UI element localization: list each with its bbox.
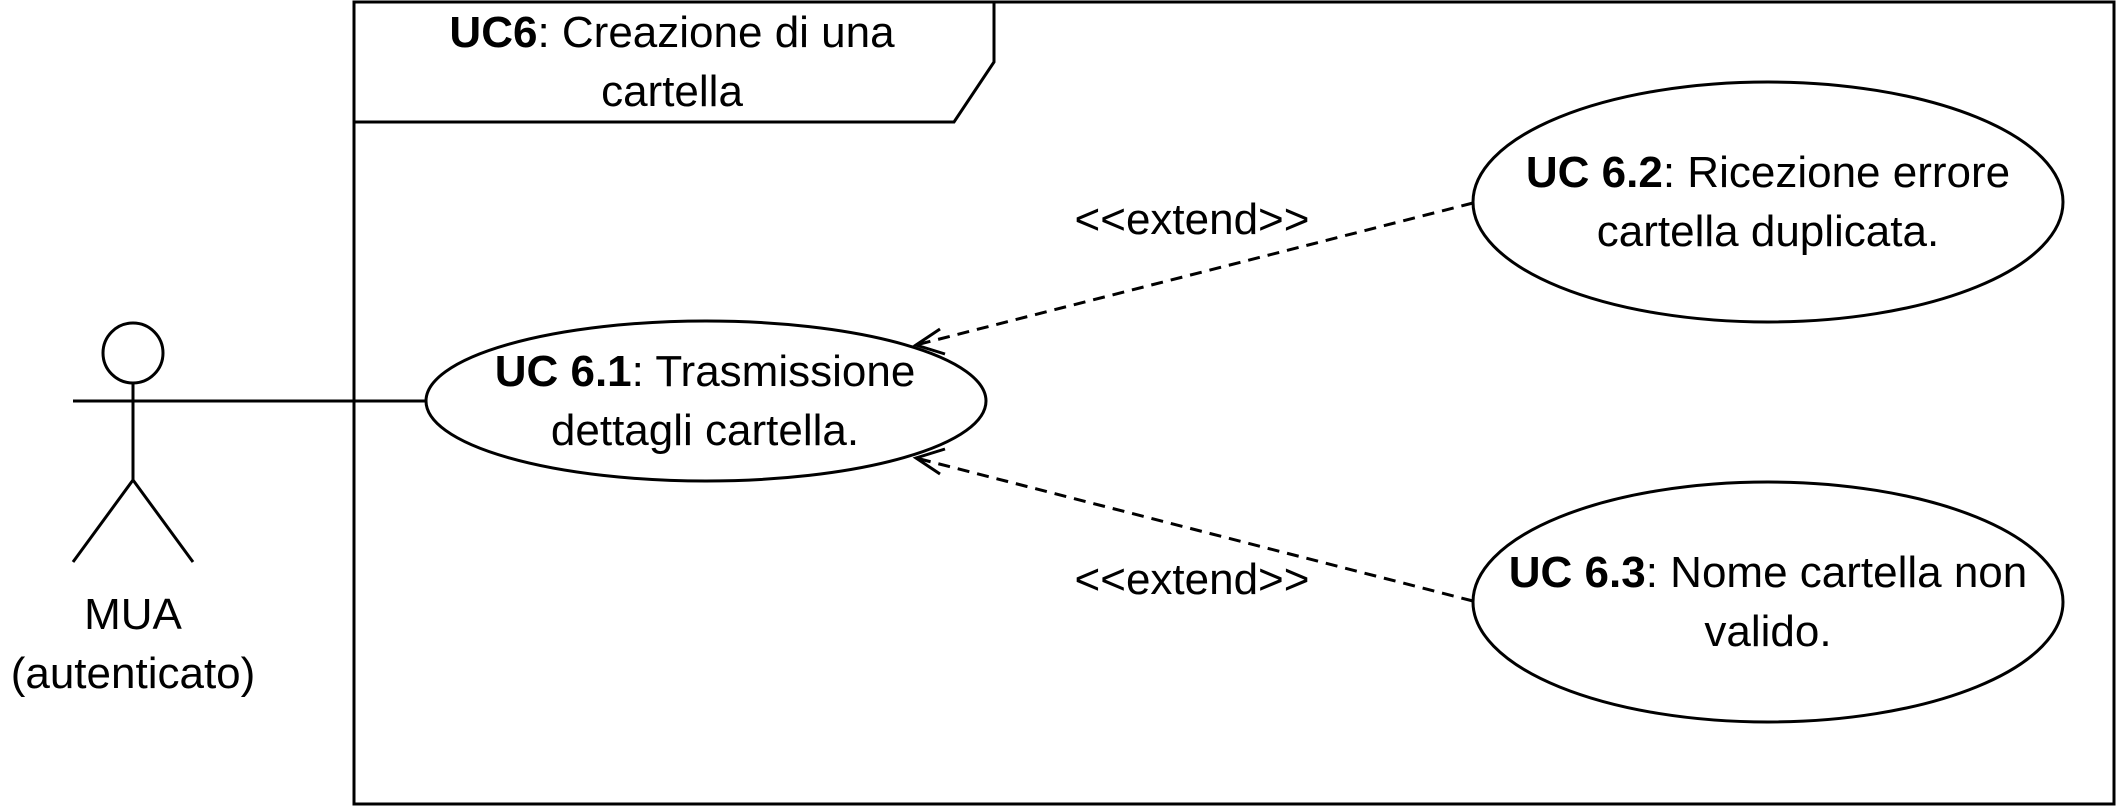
actor-label: MUA (autenticato) bbox=[11, 585, 256, 703]
frame-title-tab bbox=[354, 2, 996, 124]
extend-label-6-3: <<extend>> bbox=[1074, 555, 1310, 604]
use-case-6-2-text-line2: cartella duplicata. bbox=[1596, 207, 1940, 256]
extend-arrowhead-6-3 bbox=[912, 447, 946, 476]
use-case-6-1-id: UC 6.1 bbox=[494, 347, 632, 396]
extend-arrowhead-6-2 bbox=[912, 327, 946, 356]
actor-name: MUA bbox=[84, 590, 182, 639]
frame-title: UC6: Creazione di una cartella bbox=[449, 3, 894, 121]
actor-qualifier: (autenticato) bbox=[10, 649, 256, 698]
frame-title-line2: cartella bbox=[601, 67, 743, 116]
actor-stick-figure bbox=[71, 321, 195, 563]
extend-label-6-2: <<extend>> bbox=[1074, 195, 1310, 244]
use-case-6-3-id: UC 6.3 bbox=[1508, 548, 1646, 597]
use-case-6-2-label[interactable]: UC 6.2: Ricezione errore cartella duplic… bbox=[1526, 143, 2010, 261]
actor-left-leg bbox=[71, 479, 135, 563]
use-case-6-2-id: UC 6.2 bbox=[1525, 148, 1663, 197]
use-case-6-3-label[interactable]: UC 6.3: Nome cartella non valido. bbox=[1509, 543, 2027, 661]
system-boundary bbox=[352, 0, 2116, 806]
use-case-6-2-text: Ricezione errore bbox=[1687, 148, 2011, 197]
frame-title-line1: Creazione di una bbox=[561, 8, 895, 57]
actor-right-leg bbox=[131, 479, 195, 563]
use-case-6-2-ellipse[interactable] bbox=[1471, 80, 2065, 324]
extend-arrow-6-2 bbox=[915, 201, 1474, 347]
use-case-6-1-text: Trasmissione bbox=[655, 347, 916, 396]
actor-head bbox=[101, 321, 165, 385]
use-case-6-3-ellipse[interactable] bbox=[1471, 480, 2065, 724]
extend-arrow-6-3 bbox=[915, 456, 1474, 603]
use-case-6-1-text-line2: dettagli cartella. bbox=[550, 406, 860, 455]
use-case-6-1-ellipse[interactable] bbox=[424, 319, 988, 483]
use-case-6-3-text: Nome cartella non bbox=[1670, 548, 2028, 597]
frame-id: UC6 bbox=[449, 8, 538, 57]
use-case-6-1-label[interactable]: UC 6.1: Trasmissione dettagli cartella. bbox=[495, 342, 916, 460]
use-case-6-3-text-line2: valido. bbox=[1704, 607, 1832, 656]
